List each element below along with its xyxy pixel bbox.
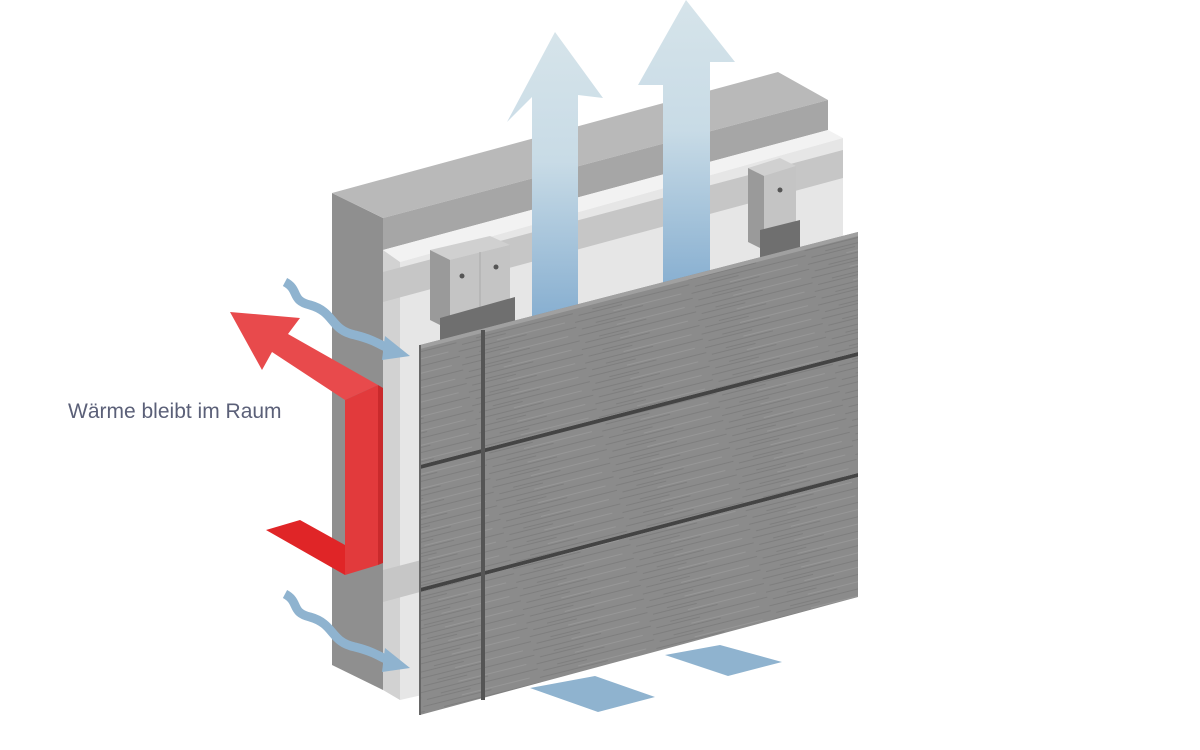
air-wave-arrow-bottom bbox=[282, 590, 410, 672]
rising-air-arrow-1 bbox=[507, 32, 603, 320]
mounting-bracket-right bbox=[748, 158, 800, 260]
cladding-boards bbox=[419, 232, 858, 715]
rising-air-arrow-2 bbox=[638, 0, 735, 290]
air-wave-arrow-top bbox=[282, 278, 410, 360]
heat-retained-arrow bbox=[230, 312, 383, 575]
inflow-air-arrows bbox=[530, 645, 782, 712]
caption-heat-stays-in-room: Wärme bleibt im Raum bbox=[68, 400, 282, 423]
